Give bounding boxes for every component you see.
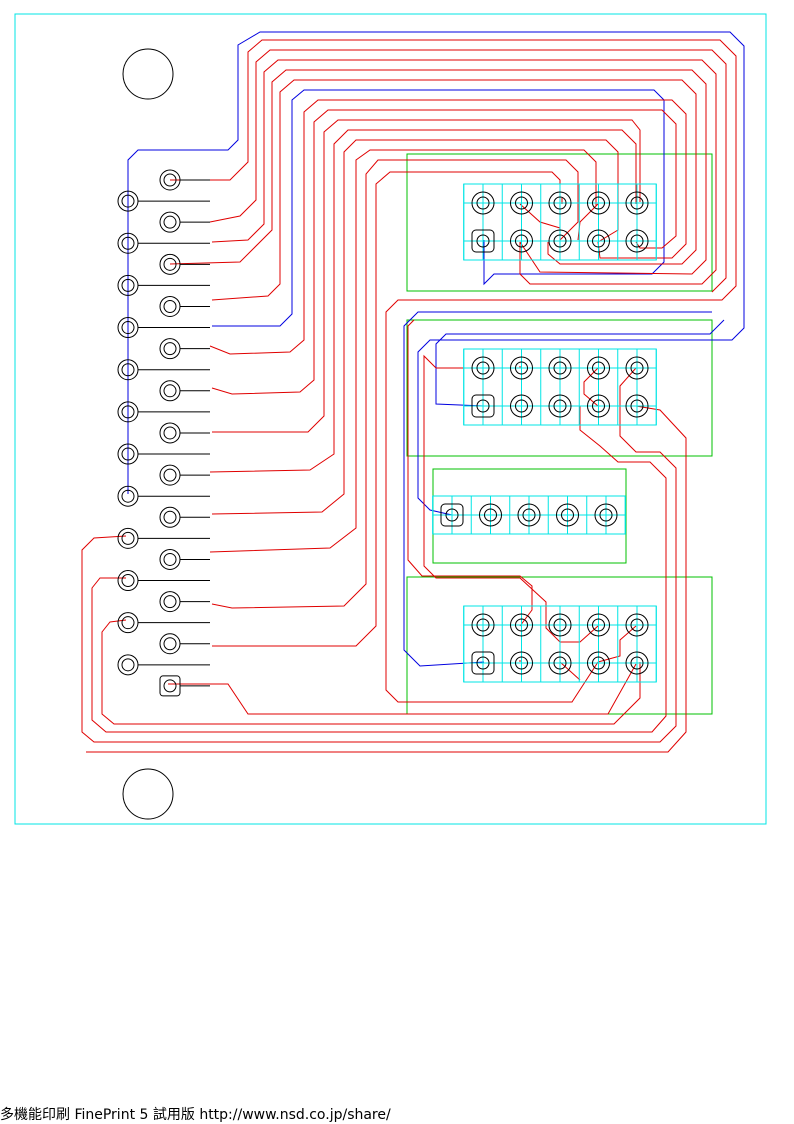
header-pad [548, 356, 572, 380]
connector-pin [159, 548, 181, 570]
header-pad [548, 394, 572, 418]
header-pad [548, 613, 572, 637]
header-pad [587, 613, 610, 637]
connector-pin [159, 295, 181, 317]
header-pad [587, 651, 610, 675]
connector-pin [159, 422, 181, 444]
header-pad [556, 503, 579, 527]
connector-pin [117, 485, 139, 507]
header-c [432, 495, 626, 535]
header-pad [625, 651, 649, 675]
header-pad [471, 229, 495, 253]
header-pad [471, 651, 495, 675]
mounting-hole-bottom [122, 768, 174, 820]
connector-pin [159, 253, 181, 275]
header-pad [625, 191, 649, 215]
connector-pin [159, 675, 181, 697]
header-pad [625, 356, 649, 380]
header-pad [510, 613, 533, 637]
pad-grid [432, 495, 626, 535]
connector-pin [117, 190, 139, 212]
header-pad [548, 651, 572, 675]
footer-watermark: 多機能印刷 FinePrint 5 試用版 http://www.nsd.co.… [0, 1107, 391, 1123]
connector-pin [159, 211, 181, 233]
header-pad [510, 356, 533, 380]
connector-pin [117, 527, 139, 549]
connector-pin [159, 506, 181, 528]
connector-pin [117, 401, 139, 423]
header-pad [471, 613, 495, 637]
header-pad [587, 229, 610, 253]
mounting-hole-top [122, 48, 174, 100]
connector-pin [159, 633, 181, 655]
header-pad [479, 503, 502, 527]
pcb-layout [14, 13, 767, 825]
connector-pin [117, 570, 139, 592]
header-pad [471, 191, 495, 215]
header-a [463, 183, 657, 261]
header-pad [510, 191, 533, 215]
header-pad [594, 503, 618, 527]
connector-pin [117, 317, 139, 339]
header-pad [440, 503, 464, 527]
connector-pin [117, 654, 139, 676]
header-pad [587, 191, 610, 215]
header-pad [548, 191, 572, 215]
header-a-outline [406, 153, 713, 292]
connector-pin [159, 169, 181, 191]
header-b [463, 348, 657, 426]
connector-pin [117, 443, 139, 465]
connector-pin [117, 232, 139, 254]
header-pad [587, 356, 610, 380]
pad-grid [463, 183, 657, 261]
connector-pin [159, 380, 181, 402]
header-pad [517, 503, 541, 527]
header-pad [471, 356, 495, 380]
top-traces [81, 39, 737, 753]
header-pad [625, 229, 649, 253]
header-pad [510, 229, 533, 253]
connector-pin [159, 464, 181, 486]
pad-grid [463, 605, 657, 683]
header-pad [625, 613, 649, 637]
header-pad [471, 394, 495, 418]
bottom-traces [127, 31, 745, 667]
connector-pins [117, 169, 181, 697]
board-outline [14, 13, 767, 825]
header-pad [510, 651, 533, 675]
header-b-outline [406, 319, 713, 457]
connector-pin [117, 274, 139, 296]
connector-pin [159, 338, 181, 360]
header-pad [587, 394, 610, 418]
pad-grid [463, 348, 657, 426]
connector-pin [159, 591, 181, 613]
header-d [463, 605, 657, 683]
header-pad [510, 394, 533, 418]
connector-pin [117, 612, 139, 634]
header-pad [625, 394, 649, 418]
connector-pin [117, 359, 139, 381]
header-pad [548, 229, 572, 253]
connector-leads [138, 179, 210, 687]
